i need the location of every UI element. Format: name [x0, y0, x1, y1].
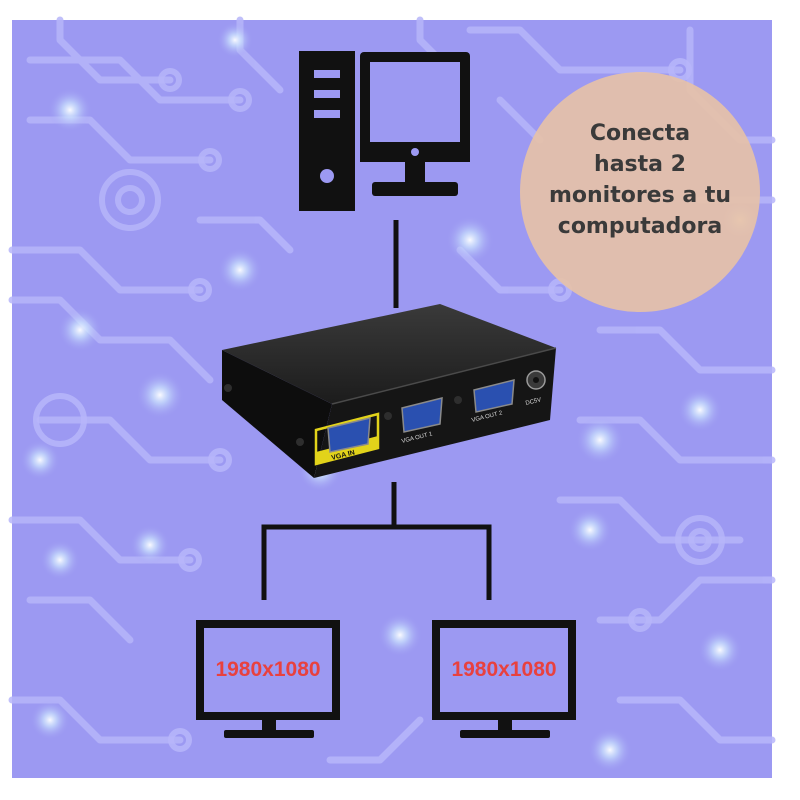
dc-power-label: DC5V: [525, 397, 542, 407]
connection-lines: [261, 220, 492, 600]
monitor-1-resolution: 1980x1080: [215, 658, 320, 681]
computer-icon: [299, 51, 470, 211]
vga-out-2-port: [473, 379, 515, 413]
info-bubble-text: Conecta hasta 2 monitores a tu computado…: [520, 118, 760, 242]
vga-splitter-device: VGA IN VGA OUT 1 VGA OUT 2 DC5V: [222, 304, 557, 478]
bubble-line: monitores a tu: [548, 183, 732, 208]
vga-out-1-port: [401, 397, 443, 433]
bubble-line: hasta 2: [594, 152, 686, 177]
vga-in-port: [327, 417, 371, 453]
info-bubble: [520, 72, 760, 312]
bubble-line: Conecta: [589, 121, 691, 146]
device-left-side: [222, 350, 332, 478]
monitor-1: 1980x1080: [196, 620, 340, 738]
bubble-line: computadora: [557, 214, 723, 239]
monitor-2-resolution: 1980x1080: [451, 658, 556, 681]
device-top: [222, 304, 556, 404]
monitor-2: 1980x1080: [432, 620, 576, 738]
